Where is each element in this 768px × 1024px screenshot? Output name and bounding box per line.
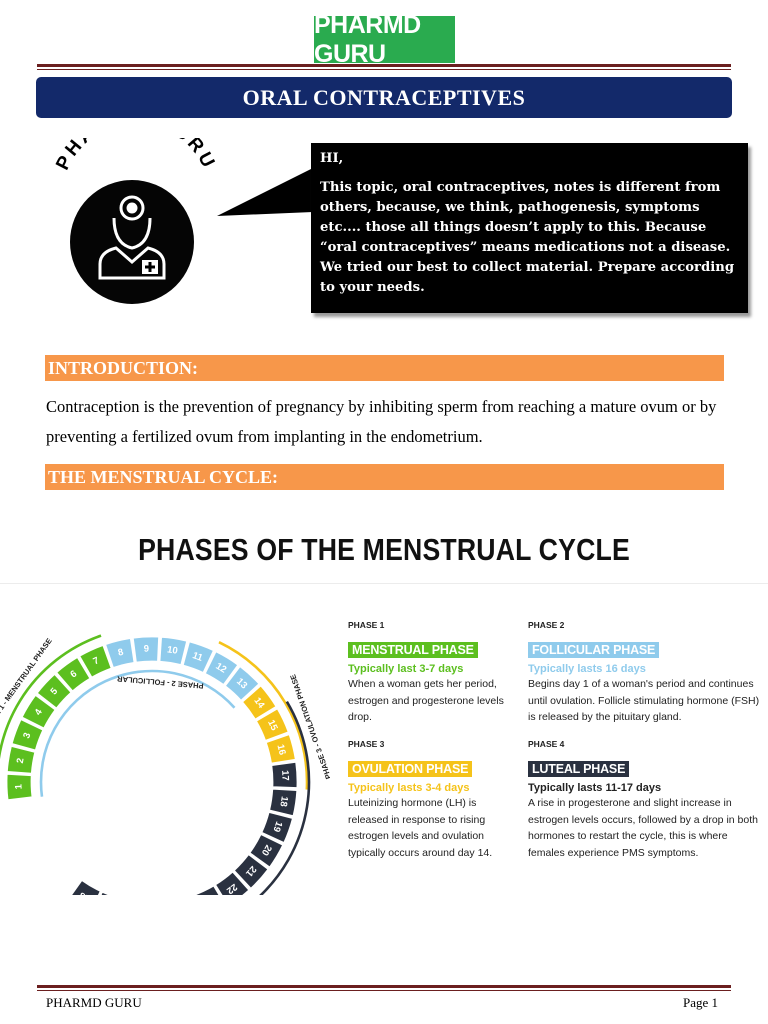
menstrual-cycle-wheel: 1234567891011121314151617181920212223242… (0, 634, 330, 895)
cycle-day-label-2: 2 (15, 757, 27, 764)
cycle-day-segment-21 (233, 854, 269, 889)
cycle-day-segment-15 (256, 708, 289, 741)
phase-4-label: PHASE 4 (528, 739, 565, 749)
cycle-day-segment-27 (100, 891, 110, 895)
section-introduction: INTRODUCTION: (45, 355, 724, 381)
cycle-day-label-7: 7 (92, 655, 101, 667)
cycle-day-label-10: 10 (166, 644, 178, 656)
cycle-day-segment-14 (242, 685, 277, 720)
pharmd-guru-avatar: PHARMD GURU (52, 138, 219, 304)
cycle-day-segment-8 (105, 638, 135, 668)
cycle-day-label-19: 19 (270, 820, 284, 834)
cycle-day-segment-11 (182, 641, 214, 673)
phase-4-description: A rise in progesterone and slight increa… (528, 797, 758, 859)
speech-greeting: HI, (320, 151, 344, 166)
cycle-day-label-8: 8 (117, 647, 125, 659)
speech-pointer (217, 168, 313, 216)
phase-3-name: OVULATION PHASE (348, 761, 473, 777)
phase-arc-menstrual (0, 634, 102, 760)
footer-brand: PHARMD GURU (46, 995, 142, 1010)
cycle-day-segment-17 (271, 761, 298, 788)
avatar-arc-text: PHARMD GURU (52, 138, 219, 174)
phase-4-block: PHASE 4 LUTEAL PHASE Typically lasts 11-… (528, 739, 758, 861)
cycle-day-label-5: 5 (49, 685, 61, 697)
phase-arc-follicular (39, 669, 236, 797)
phase-3-duration: Typically lasts 3-4 days (348, 782, 470, 794)
cycle-day-segment-1 (6, 773, 33, 801)
cycle-day-label-17: 17 (279, 770, 291, 781)
cycle-day-segment-4 (21, 694, 56, 729)
phase-arc-ovulation (218, 641, 309, 790)
cycle-day-segment-7 (79, 645, 112, 678)
cycle-day-segment-16 (265, 734, 296, 764)
speech-bubble: HI, This topic, oral contraceptives, not… (311, 143, 748, 313)
cycle-day-label-12: 12 (214, 661, 229, 676)
phase-1-name: MENSTRUAL PHASE (348, 642, 478, 658)
phase-2-block: PHASE 2 FOLLICULAR PHASE Typically lasts… (528, 620, 768, 726)
cycle-day-label-18: 18 (277, 795, 289, 807)
phase-2-duration: Typically lasts 16 days (528, 663, 646, 675)
header-rule-thin (37, 69, 731, 70)
cycle-day-label-4: 4 (33, 707, 46, 718)
cycle-day-segment-10 (159, 636, 188, 665)
cycle-day-segment-12 (204, 651, 239, 685)
phase-1-label: PHASE 1 (348, 620, 385, 630)
cycle-day-label-20: 20 (259, 843, 274, 858)
speech-body: This topic, oral contraceptives, notes i… (320, 180, 735, 295)
cycle-day-segment-3 (11, 719, 44, 751)
cycle-day-label-3: 3 (21, 731, 33, 740)
phase-4-name: LUTEAL PHASE (528, 761, 630, 777)
cycle-day-segment-28 (71, 880, 101, 895)
introduction-text: Contraception is the prevention of pregn… (46, 397, 717, 446)
cycle-day-segment-5 (36, 674, 72, 709)
cycle-day-segment-6 (56, 657, 91, 692)
cycle-day-label-11: 11 (191, 650, 205, 664)
page-title: ORAL CONTRACEPTIVES (36, 77, 732, 118)
cycle-day-segment-2 (6, 745, 36, 774)
page-number: Page 1 (683, 995, 719, 1010)
cycle-day-label-28: 28 (77, 889, 92, 895)
cycle-day-segment-9 (132, 636, 159, 663)
brand-logo: PHARMD GURU (314, 11, 455, 68)
infographic-title: PHASES OF THE MENSTRUAL CYCLE (138, 532, 630, 567)
phase-4-duration: Typically lasts 11-17 days (528, 782, 662, 794)
phase-3-description: Luteinizing hormone (LH) is released in … (348, 797, 493, 859)
infographic-area (0, 583, 768, 894)
phase-3-label: PHASE 3 (348, 739, 385, 749)
cycle-day-label-15: 15 (265, 718, 280, 733)
phase-1-description: When a woman gets her period, estrogen a… (348, 678, 504, 723)
footer-rule-thin (37, 990, 731, 991)
cycle-day-segment-22 (215, 871, 250, 895)
phase-3-block: PHASE 3 OVULATION PHASE Typically lasts … (348, 739, 513, 861)
cycle-day-segment-23 (194, 885, 220, 895)
section-menstrual-cycle: THE MENSTRUAL CYCLE: (45, 464, 724, 490)
medical-cross-icon (145, 262, 155, 272)
avatar-circle (70, 180, 194, 304)
phase-1-block: PHASE 1 MENSTRUAL PHASE Typically last 3… (348, 620, 508, 726)
cycle-day-label-1: 1 (13, 783, 24, 789)
cycle-day-label-22: 22 (224, 881, 239, 895)
cycle-day-label-9: 9 (144, 644, 150, 655)
cycle-day-label-16: 16 (274, 743, 287, 756)
cycle-day-segment-19 (261, 812, 293, 843)
cycle-day-segment-18 (269, 788, 298, 817)
phase-2-label: PHASE 2 (528, 620, 565, 630)
footer-rule (37, 985, 731, 988)
phase-2-description: Begins day 1 of a woman's period and con… (528, 678, 760, 723)
phase-arc-luteal (259, 700, 311, 895)
cycle-day-segment-13 (224, 666, 260, 701)
cycle-day-segment-20 (249, 834, 284, 868)
header-rule (37, 64, 731, 67)
cycle-day-label-6: 6 (68, 668, 79, 680)
phase-1-duration: Typically last 3-7 days (348, 663, 464, 675)
phase-2-name: FOLLICULAR PHASE (528, 642, 660, 658)
